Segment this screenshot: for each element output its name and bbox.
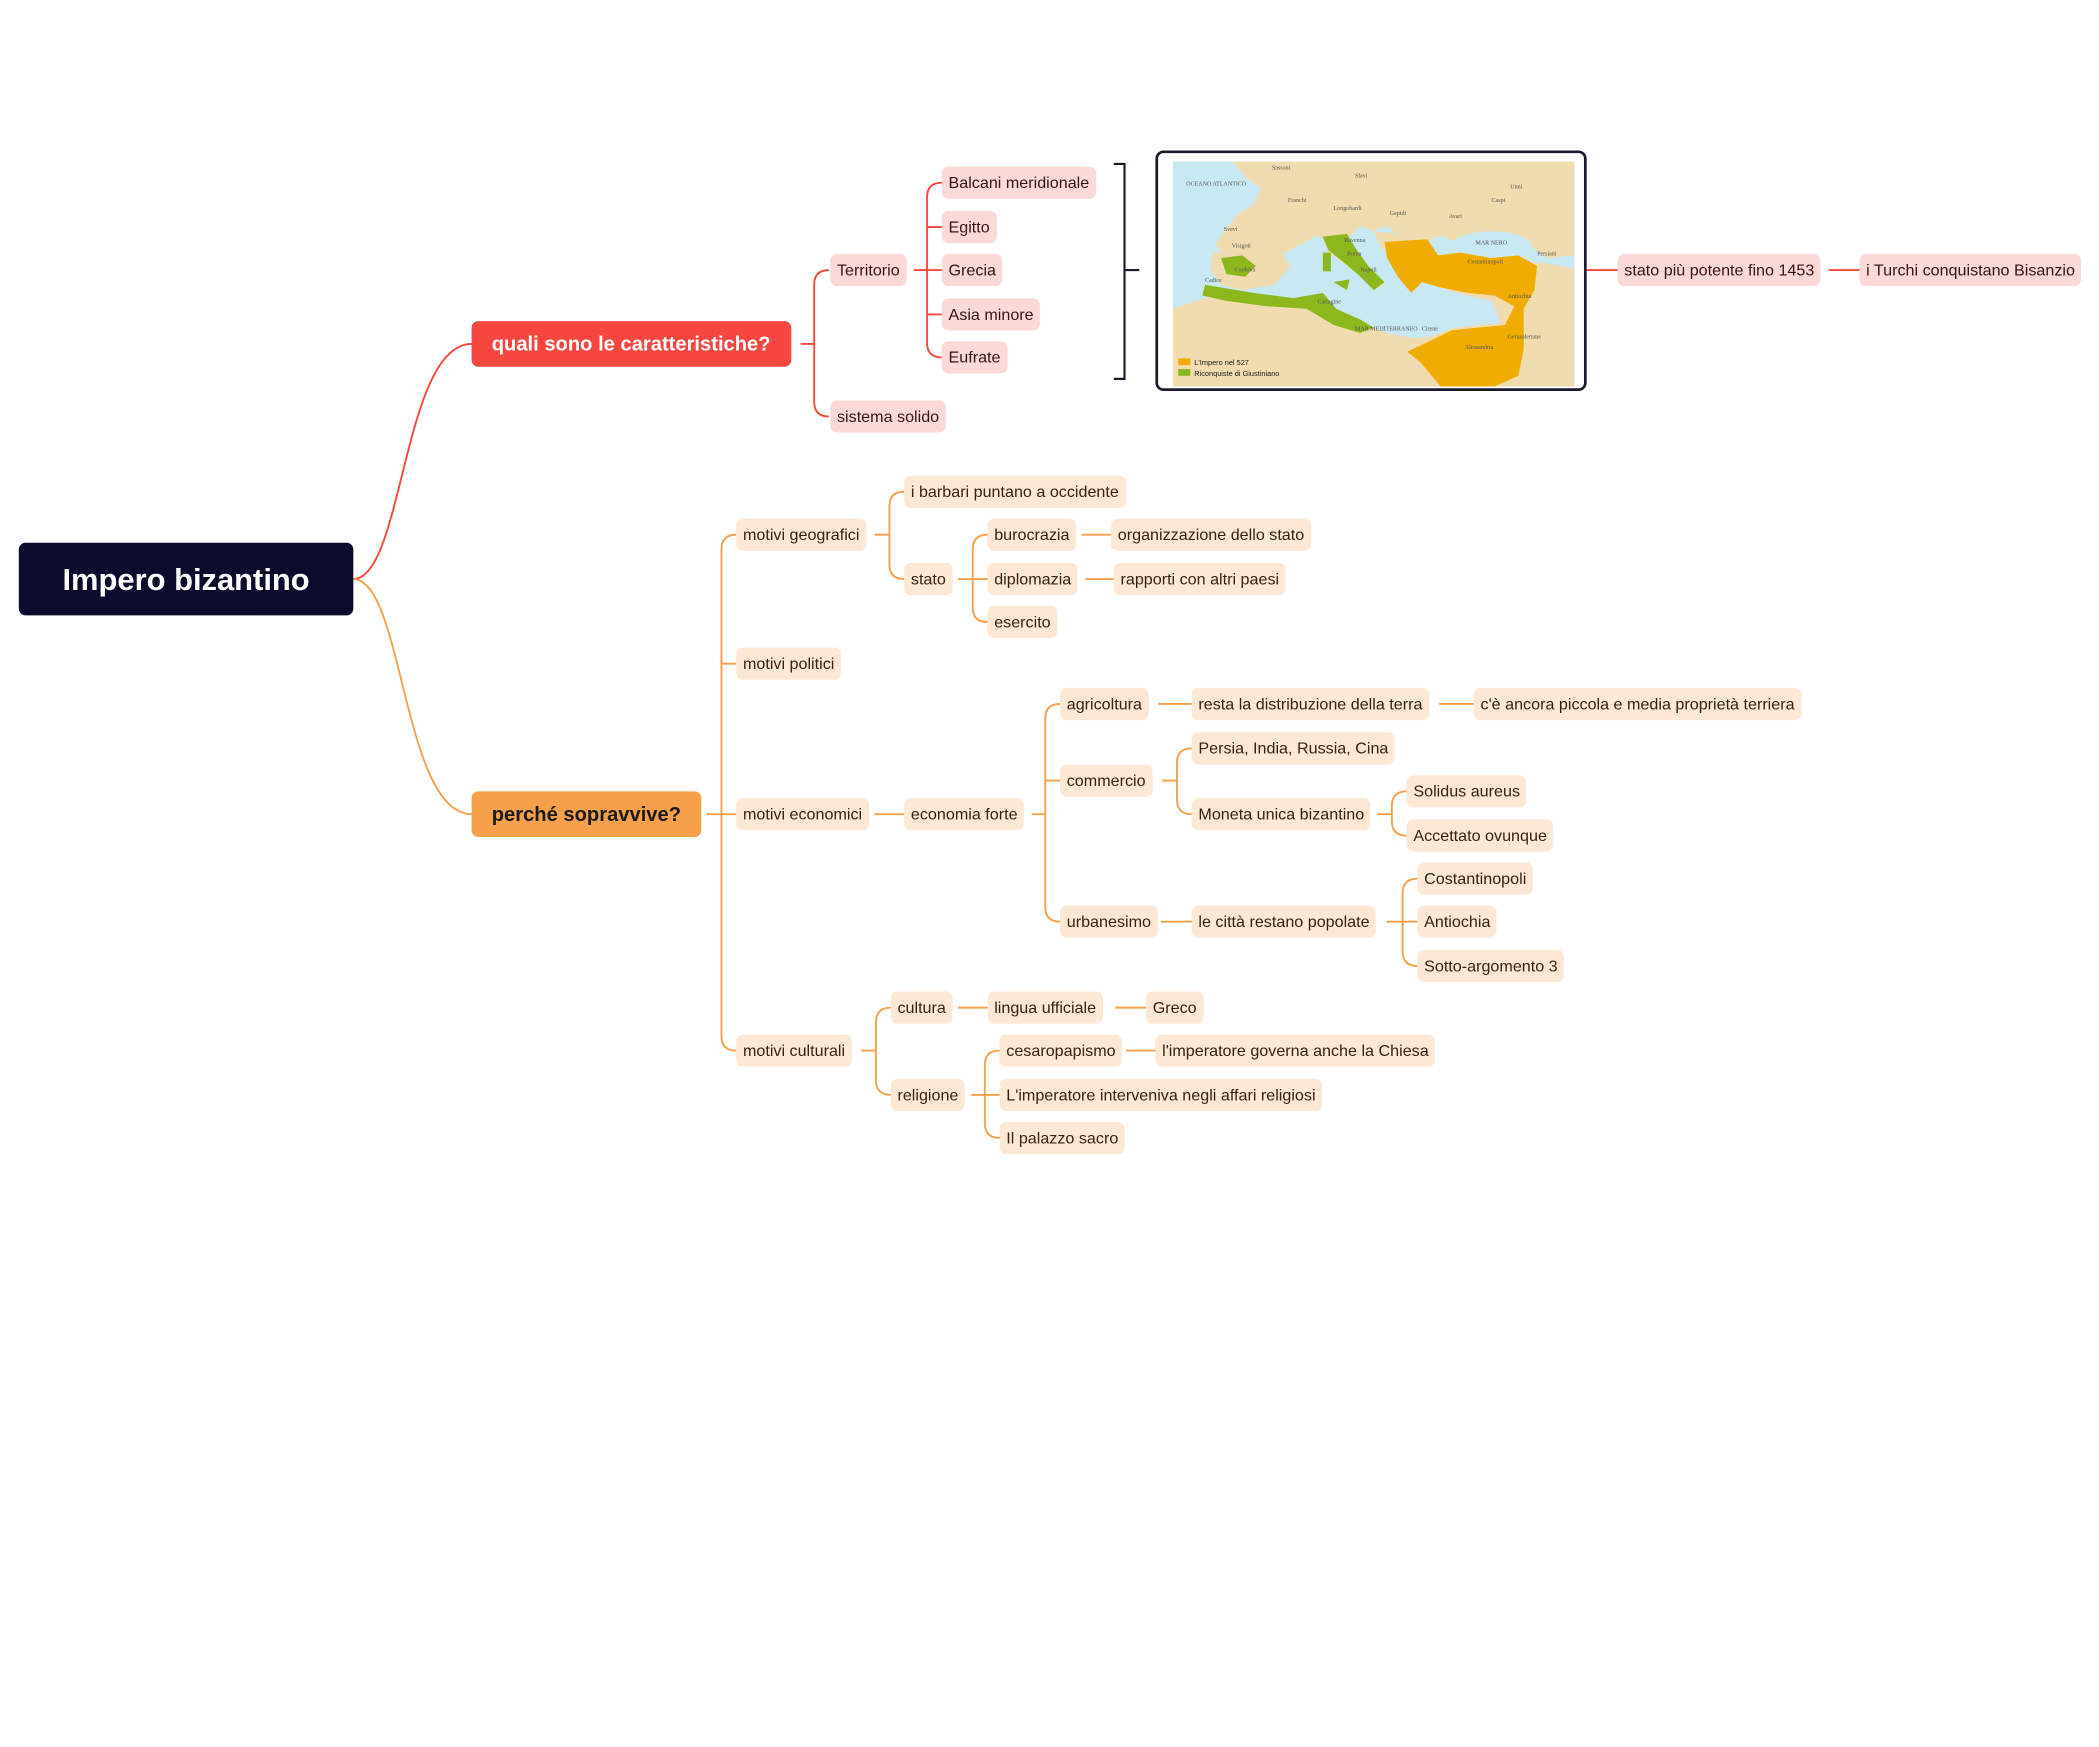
map-label: Cirene bbox=[1422, 326, 1438, 332]
map-label: Costantinopoli bbox=[1467, 259, 1503, 265]
map-label: Franchi bbox=[1288, 198, 1307, 204]
topic-diplomazia[interactable]: diplomazia bbox=[987, 562, 1078, 596]
map-label: OCEANO ATLANTICO bbox=[1186, 182, 1247, 188]
topic-egitto[interactable]: Egitto bbox=[941, 210, 997, 244]
topic-organizzazione[interactable]: organizzazione dello stato bbox=[1111, 518, 1311, 551]
byzantine-empire-map: L'Impero nel 527 Riconquiste di Giustini… bbox=[1172, 161, 1575, 387]
topic-turchi[interactable]: i Turchi conquistano Bisanzio bbox=[1859, 253, 2082, 287]
topic-greco[interactable]: Greco bbox=[1146, 991, 1204, 1024]
topic-balcani[interactable]: Balcani meridionale bbox=[941, 166, 1096, 199]
map-label: Caspi bbox=[1492, 198, 1506, 204]
topic-distribuzione-terra[interactable]: resta la distribuzione della terra bbox=[1191, 687, 1430, 721]
map-label: Cordova bbox=[1234, 267, 1255, 273]
topic-eufrate[interactable]: Eufrate bbox=[941, 341, 1008, 374]
topic-stato[interactable]: stato bbox=[904, 562, 953, 596]
map-label: Cartagine bbox=[1317, 300, 1341, 306]
topic-commercio[interactable]: commercio bbox=[1060, 764, 1153, 797]
map-label: Roma bbox=[1347, 251, 1362, 257]
topic-economia-forte[interactable]: economia forte bbox=[904, 798, 1025, 831]
map-label: Avari bbox=[1449, 214, 1463, 220]
map-label: Unni bbox=[1510, 184, 1522, 190]
topic-palazzo-sacro[interactable]: Il palazzo sacro bbox=[999, 1121, 1126, 1155]
topic-motivi-culturali[interactable]: motivi culturali bbox=[736, 1034, 852, 1067]
topic-rapporti[interactable]: rapporti con altri paesi bbox=[1113, 562, 1286, 596]
topic-asia-minore[interactable]: Asia minore bbox=[941, 298, 1041, 331]
topic-stato-potente[interactable]: stato più potente fino 1453 bbox=[1617, 253, 1822, 287]
topic-territorio[interactable]: Territorio bbox=[830, 253, 907, 287]
topic-grecia[interactable]: Grecia bbox=[941, 253, 1003, 287]
topic-agricoltura[interactable]: agricoltura bbox=[1060, 687, 1149, 721]
topic-barbari[interactable]: i barbari puntano a occidente bbox=[904, 475, 1126, 508]
topic-costantinopoli[interactable]: Costantinopoli bbox=[1417, 862, 1534, 895]
topic-burocrazia[interactable]: burocrazia bbox=[987, 518, 1077, 551]
topic-antiochia[interactable]: Antiochia bbox=[1417, 905, 1498, 938]
map-label: MAR NERO bbox=[1475, 241, 1507, 247]
topic-imperatore-chiesa[interactable]: l'imperatore governa anche la Chiesa bbox=[1155, 1034, 1436, 1067]
topic-lingua-ufficiale[interactable]: lingua ufficiale bbox=[987, 991, 1103, 1024]
branch-caratteristiche[interactable]: quali sono le caratteristiche? bbox=[471, 321, 791, 367]
topic-sotto-argomento[interactable]: Sotto-argomento 3 bbox=[1417, 949, 1565, 983]
map-label: Visigoti bbox=[1232, 243, 1251, 249]
topic-esercito[interactable]: esercito bbox=[987, 605, 1058, 639]
topic-solidus[interactable]: Solidus aureus bbox=[1406, 775, 1527, 808]
map-label: Persiani bbox=[1537, 251, 1557, 257]
topic-cesaropapismo[interactable]: cesaropapismo bbox=[999, 1034, 1123, 1067]
branch-sopravvive[interactable]: perché sopravvive? bbox=[471, 791, 702, 838]
topic-proprieta-terriera[interactable]: c'è ancora piccola e media proprietà ter… bbox=[1473, 687, 1802, 721]
map-label: Gepidi bbox=[1390, 211, 1407, 217]
topic-motivi-economici[interactable]: motivi economici bbox=[736, 798, 869, 831]
map-label: Napoli bbox=[1360, 267, 1377, 273]
topic-accettato[interactable]: Accettato ovunque bbox=[1406, 819, 1554, 852]
map-label: Longobardi bbox=[1334, 206, 1362, 212]
map-label: Alessandria bbox=[1465, 345, 1494, 351]
topic-religione[interactable]: religione bbox=[890, 1078, 966, 1112]
topic-paesi[interactable]: Persia, India, Russia, Cina bbox=[1191, 732, 1396, 765]
topic-sistema-solido[interactable]: sistema solido bbox=[830, 400, 946, 433]
topic-motivi-politici[interactable]: motivi politici bbox=[736, 647, 842, 680]
topic-citta-popolate[interactable]: le città restano popolate bbox=[1191, 905, 1377, 938]
topic-motivi-geografici[interactable]: motivi geografici bbox=[736, 518, 867, 551]
map-image-frame[interactable]: L'Impero nel 527 Riconquiste di Giustini… bbox=[1155, 150, 1587, 391]
map-label: Svevi bbox=[1224, 227, 1238, 233]
map-label: Antiochia bbox=[1508, 294, 1532, 300]
map-label: Cadice bbox=[1205, 278, 1222, 284]
map-legend-reconquest: Riconquiste di Giustiniano bbox=[1194, 369, 1279, 378]
topic-urbanesimo[interactable]: urbanesimo bbox=[1060, 905, 1158, 938]
topic-moneta-unica[interactable]: Moneta unica bizantino bbox=[1191, 798, 1371, 831]
map-label: MAR MEDITERRANEO bbox=[1355, 326, 1418, 332]
topic-cultura[interactable]: cultura bbox=[890, 991, 953, 1024]
topic-imperatore-affari[interactable]: L'imperatore interveniva negli affari re… bbox=[999, 1078, 1323, 1112]
map-legend-empire: L'Impero nel 527 bbox=[1194, 358, 1249, 367]
map-label: Sassoni bbox=[1272, 166, 1291, 172]
connector-lines bbox=[353, 162, 1860, 1139]
map-label: Ravenna bbox=[1344, 238, 1365, 244]
map-label: Gerusalemme bbox=[1508, 334, 1542, 340]
map-label: Slavi bbox=[1355, 174, 1368, 180]
root-topic[interactable]: Impero bizantino bbox=[18, 542, 354, 616]
